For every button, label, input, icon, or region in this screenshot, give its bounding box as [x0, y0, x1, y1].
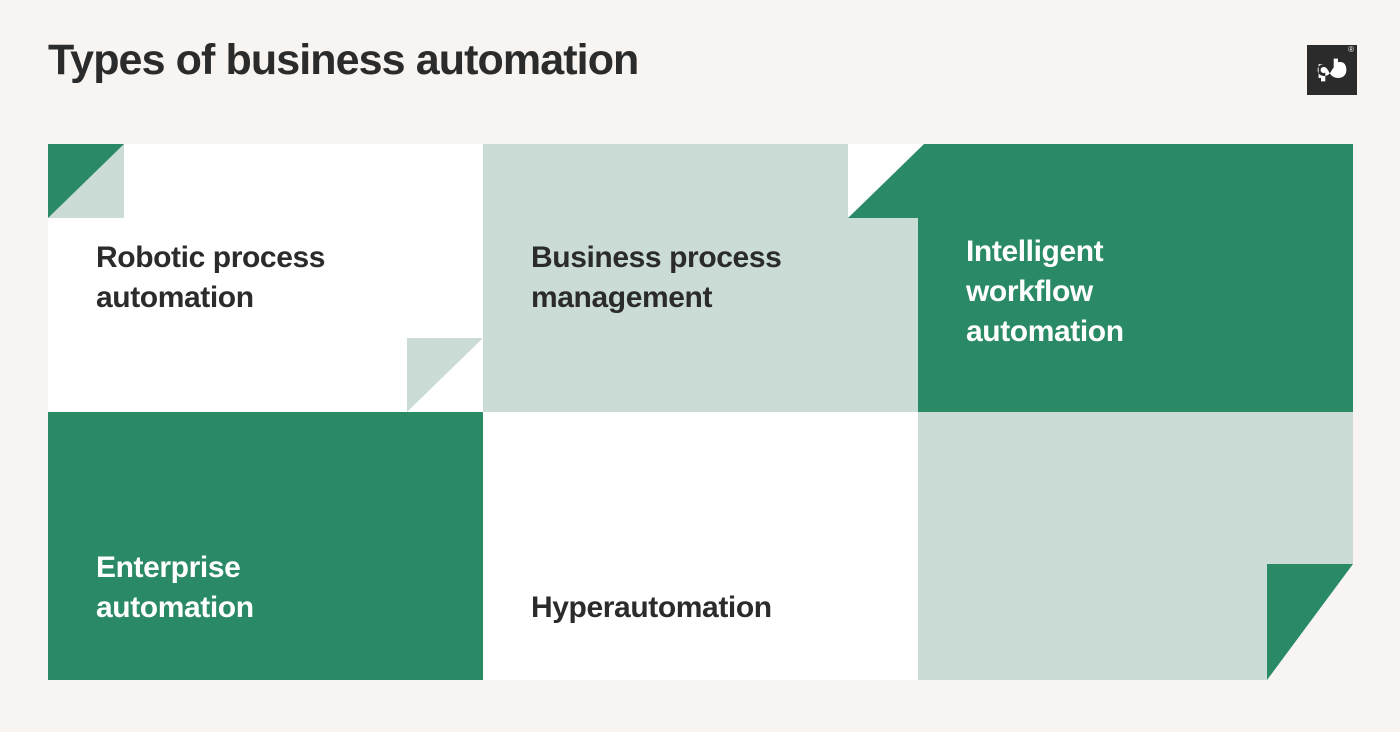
grid-cell-business-process-management[interactable]: Business process management [483, 144, 918, 412]
corner-decoration-bottom-right-accent [1267, 564, 1353, 680]
header: Types of business automation ® [0, 0, 1400, 144]
cell-label-hyperautomation: Hyperautomation [531, 590, 772, 624]
page-title: Types of business automation [48, 36, 639, 84]
pandadoc-logo: ® [1307, 45, 1357, 95]
grid-cell-enterprise-automation[interactable]: Enterprise automation [48, 412, 483, 680]
automation-types-grid: Robotic process automation Business proc… [48, 144, 1353, 680]
grid-cell-hyperautomation[interactable]: Hyperautomation [483, 412, 918, 680]
grid-cell-robotic-process-automation[interactable]: Robotic process automation [48, 144, 483, 412]
corner-decoration-top-right-bpm [848, 144, 924, 218]
pd-monogram-icon [1317, 58, 1347, 82]
corner-decoration-bottom-right-enterprise [407, 338, 483, 412]
grid-cell-intelligent-workflow-automation[interactable]: Intelligent workflow automation [918, 144, 1353, 412]
cell-label-enterprise-automation: Enterprise automation [96, 550, 254, 624]
cell-label-intelligent-workflow-automation: Intelligent workflow automation [966, 235, 1124, 349]
cell-label-business-process-management: Business process management [531, 240, 782, 314]
registered-trademark-symbol: ® [1348, 45, 1354, 54]
cell-label-robotic-process-automation: Robotic process automation [96, 240, 326, 314]
corner-decoration-top-left [48, 144, 124, 218]
